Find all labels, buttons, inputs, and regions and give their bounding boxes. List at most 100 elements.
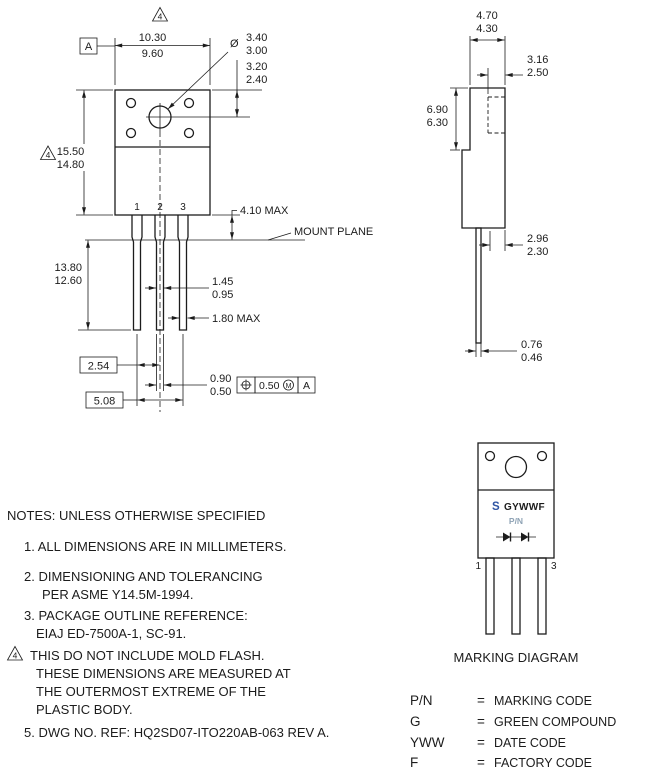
marking-top-code: GYWWF: [504, 502, 545, 513]
legend-value: MARKING CODE: [494, 694, 592, 708]
dim-width-min: 9.60: [142, 48, 163, 60]
diameter-symbol: Ø: [230, 38, 239, 50]
front-view: 1 2 3 4 10.30 9.60 A Ø 3.40 3.00 3.20 2.…: [39, 6, 373, 412]
dim-pitch-adjacent: 2.54: [88, 361, 109, 373]
dim-lead-tip-max: 0.90: [210, 373, 231, 385]
legend-value: DATE CODE: [494, 736, 566, 750]
dim-top-thickness-min: 4.30: [476, 23, 497, 35]
side-outline: [461, 87, 506, 229]
note-2-line2: PER ASME Y14.5M-1994.: [42, 587, 194, 602]
marking-diagram: S GYWWF P/N 1 3 MARKING DIAGRAM: [454, 442, 579, 665]
dim-tab-height-min: 6.30: [427, 117, 448, 129]
mount-plane-label: MOUNT PLANE: [294, 226, 373, 238]
dim-tab-height-max: 6.90: [427, 104, 448, 116]
note-3-line1: 3. PACKAGE OUTLINE REFERENCE:: [24, 608, 248, 623]
leader-line: [267, 232, 292, 241]
legend-value: FACTORY CODE: [494, 756, 592, 770]
mmc-modifier-icon: [283, 379, 294, 391]
marking-legend: P/N = MARKING CODE G = GREEN COMPOUND YW…: [410, 693, 616, 770]
fcf-datum: A: [303, 380, 310, 392]
dim-lead-thickness-min: 0.46: [521, 352, 542, 364]
dim-lead-width-min: 0.95: [212, 289, 233, 301]
legend-key: P/N: [410, 693, 433, 708]
legend-key: G: [410, 714, 421, 729]
lead-side: [475, 227, 482, 344]
feature-control-frame: 0.50 M A: [236, 376, 316, 394]
flag-number: 4: [46, 150, 51, 160]
marking-tab-hole: [536, 450, 548, 462]
dim-base-thickness-max: 2.96: [527, 233, 548, 245]
dim-top-thickness-max: 4.70: [476, 10, 497, 22]
notes-section: NOTES: UNLESS OTHERWISE SPECIFIED 1. ALL…: [6, 508, 329, 740]
note-4-line2: THESE DIMENSIONS ARE MEASURED AT: [36, 666, 291, 681]
pin-number-1: 1: [134, 202, 140, 213]
dim-lead-tip-min: 0.50: [210, 386, 231, 398]
tab-hole: [125, 97, 137, 109]
dim-boss-depth-min: 2.50: [527, 67, 548, 79]
dim-lead-base-width: 1.80 MAX: [212, 313, 261, 325]
marking-pin-1: 1: [475, 561, 481, 572]
marking-part-number: P/N: [509, 516, 523, 526]
note-4-line4: PLASTIC BODY.: [36, 702, 133, 717]
marking-lead-2: [511, 557, 521, 635]
package-body-outline: [114, 89, 211, 216]
dim-hole-dia-min: 3.00: [246, 45, 267, 57]
revision-flag-icon: [39, 145, 57, 160]
dim-lead-length-min: 12.60: [54, 275, 82, 287]
marking-mounting-hole: [504, 455, 528, 479]
legend-key: YWW: [410, 735, 445, 750]
dimension-stub: [231, 210, 237, 215]
lead-2: [154, 215, 166, 331]
marking-lead-3: [537, 557, 547, 635]
pin-number-2: 2: [157, 202, 163, 213]
pin-number-3: 3: [180, 202, 186, 213]
dim-body-height-max: 15.50: [57, 146, 85, 158]
note-1: 1. ALL DIMENSIONS ARE IN MILLIMETERS.: [24, 539, 286, 554]
dim-body-height-min: 14.80: [57, 159, 85, 171]
marking-tab-hole: [484, 450, 496, 462]
tab-hole: [125, 127, 137, 139]
tab-hole: [183, 127, 195, 139]
note-4-flag: 4: [13, 651, 18, 661]
fcf-modifier: M: [286, 383, 292, 390]
legend-equals: =: [477, 755, 485, 770]
legend-equals: =: [477, 693, 485, 708]
dim-hole-dia-max: 3.40: [246, 32, 267, 44]
marking-pin-3: 3: [551, 561, 557, 572]
note-5: 5. DWG NO. REF: HQ2SD07-ITO220AB-063 REV…: [24, 725, 329, 740]
datum-a-label: A: [85, 41, 93, 53]
dim-lead-width-max: 1.45: [212, 276, 233, 288]
dim-pitch-outer: 5.08: [94, 396, 115, 408]
revision-flag-icon: [151, 6, 169, 22]
side-view: 4.70 4.30 3.16 2.50 6.90 6.30 2.96 2.30 …: [427, 10, 549, 364]
revision-flag-icon: [6, 645, 24, 661]
manufacturer-logo-icon: S: [492, 501, 500, 513]
dim-width-max: 10.30: [139, 32, 167, 44]
legend-key: F: [410, 755, 418, 770]
dim-lead-length-max: 13.80: [54, 262, 82, 274]
marking-diagram-title: MARKING DIAGRAM: [454, 650, 579, 665]
legend-equals: =: [477, 714, 485, 729]
leader-line: [167, 51, 229, 110]
dim-base-thickness-min: 2.30: [527, 246, 548, 258]
lead-3: [177, 215, 189, 331]
note-3-line2: EIAJ ED-7500A-1, SC-91.: [36, 626, 186, 641]
notes-title: NOTES: UNLESS OTHERWISE SPECIFIED: [7, 508, 265, 523]
dim-tab-to-mount: 4.10 MAX: [240, 205, 289, 217]
lead-1: [131, 215, 143, 331]
marking-lead-1: [485, 557, 495, 635]
legend-equals: =: [477, 735, 485, 750]
note-2-line1: 2. DIMENSIONING AND TOLERANCING: [24, 569, 263, 584]
dim-lead-thickness-max: 0.76: [521, 339, 542, 351]
dim-hole-offset-max: 3.20: [246, 61, 267, 73]
tab-hole: [183, 97, 195, 109]
fcf-cell: [297, 376, 316, 394]
fcf-tolerance: 0.50: [259, 380, 280, 392]
flag-number: 4: [158, 12, 163, 22]
dim-boss-depth-max: 3.16: [527, 54, 548, 66]
note-4-line1: THIS DO NOT INCLUDE MOLD FLASH.: [30, 648, 265, 663]
note-4-line3: THE OUTERMOST EXTREME OF THE: [36, 684, 266, 699]
position-tolerance-icon: [240, 379, 252, 391]
